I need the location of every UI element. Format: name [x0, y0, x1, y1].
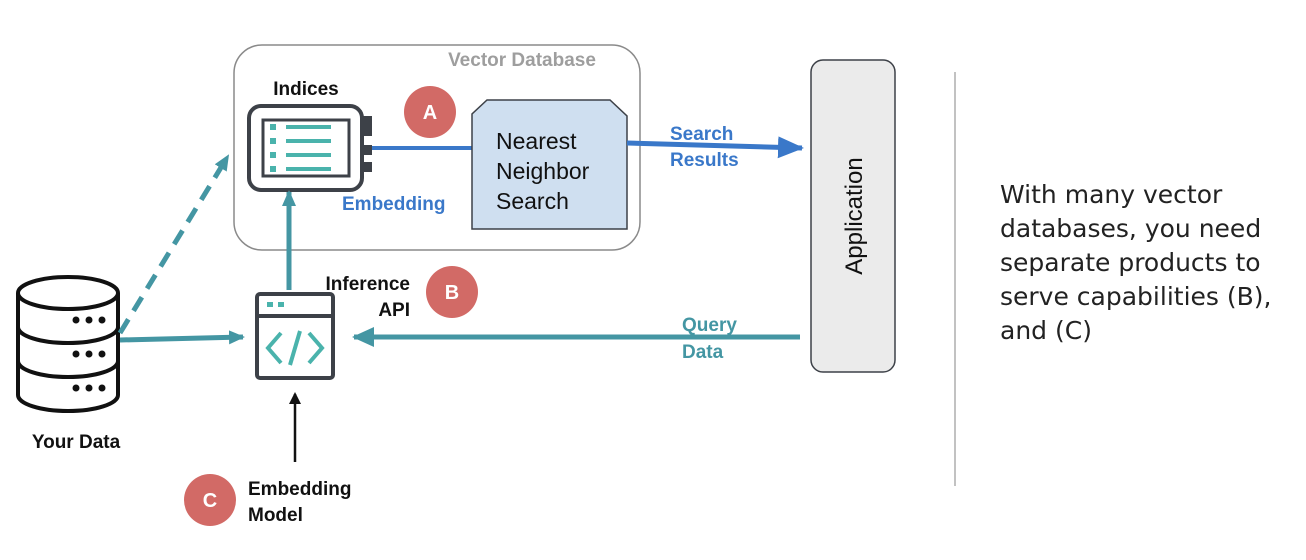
- application-label: Application: [841, 157, 868, 274]
- nn-line-1: Nearest: [496, 128, 577, 154]
- badge-c-label: C: [203, 490, 217, 512]
- embedding-model-label-2: Model: [248, 505, 303, 526]
- search-results-arrow: [626, 136, 804, 159]
- badge-b: B: [426, 266, 478, 318]
- embedding-model-label-1: Embedding: [248, 479, 351, 500]
- embedding-label: Embedding: [342, 194, 445, 215]
- nn-line-2: Neighbor: [496, 158, 590, 184]
- nn-line-3: Search: [496, 188, 569, 214]
- query-data-label-2: Data: [682, 342, 724, 363]
- badge-b-label: B: [445, 282, 459, 304]
- indices-label: Indices: [273, 79, 338, 100]
- badge-c: C: [184, 474, 236, 526]
- data-to-inference-arrow: [119, 330, 245, 345]
- data-to-indices-dashed-arrow: [117, 154, 231, 335]
- code-window-icon: [255, 292, 335, 380]
- query-data-label-1: Query: [682, 315, 737, 336]
- index-list-icon: [247, 104, 372, 192]
- inference-api-label-2: API: [378, 300, 410, 321]
- side-note-line-1: With many vector: [1000, 180, 1223, 209]
- side-note-line-2: databases, you need: [1000, 214, 1262, 243]
- search-results-label-1: Search: [670, 124, 733, 145]
- inference-api-label-1: Inference: [326, 274, 410, 295]
- badge-a-label: A: [423, 102, 437, 124]
- your-data-label: Your Data: [32, 432, 121, 453]
- side-note-line-3: separate products to: [1000, 248, 1261, 277]
- vector-database-title: Vector Database: [448, 50, 596, 71]
- database-icon: [16, 275, 120, 413]
- badge-a: A: [404, 86, 456, 138]
- search-results-label-2: Results: [670, 150, 739, 171]
- side-note: With many vector databases, you need sep…: [1000, 178, 1300, 348]
- side-note-line-4: serve capabilities (B),: [1000, 282, 1272, 311]
- application-box: Application: [810, 59, 896, 373]
- nearest-neighbor-search-box: Nearest Neighbor Search: [471, 99, 628, 230]
- side-note-line-5: and (C): [1000, 316, 1092, 345]
